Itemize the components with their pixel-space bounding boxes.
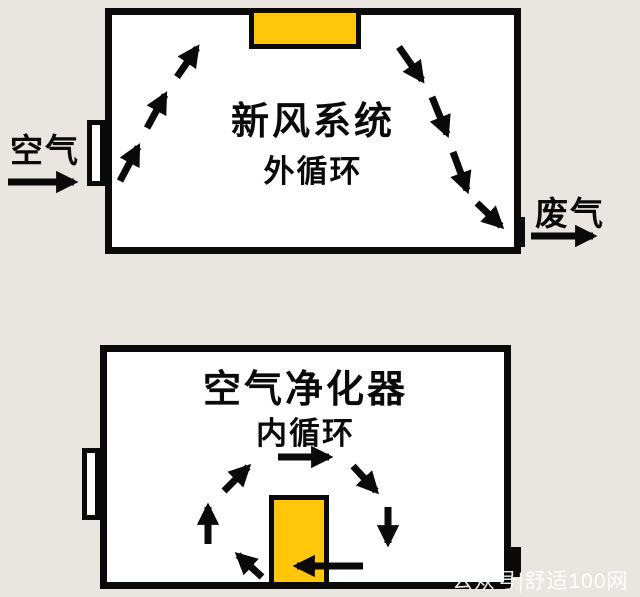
air-inlet-vent [87, 120, 105, 186]
fresh-air-unit [249, 8, 361, 49]
watermark: 公众号|舒适100网 [452, 570, 629, 593]
purifier-title: 空气净化器 [202, 369, 408, 411]
fresh-air-subtitle: 外循环 [263, 154, 363, 189]
purifier-subtitle: 内循环 [256, 416, 355, 451]
purifier-side-vent [82, 448, 100, 520]
exhaust-label: 废气 [535, 195, 605, 232]
fresh-air-title: 新风系统 [230, 101, 395, 143]
air-inlet-label: 空气 [10, 132, 80, 169]
purifier-corner-vent [510, 547, 521, 577]
exhaust-outlet-vent [514, 217, 525, 247]
purifier-unit [269, 495, 329, 587]
